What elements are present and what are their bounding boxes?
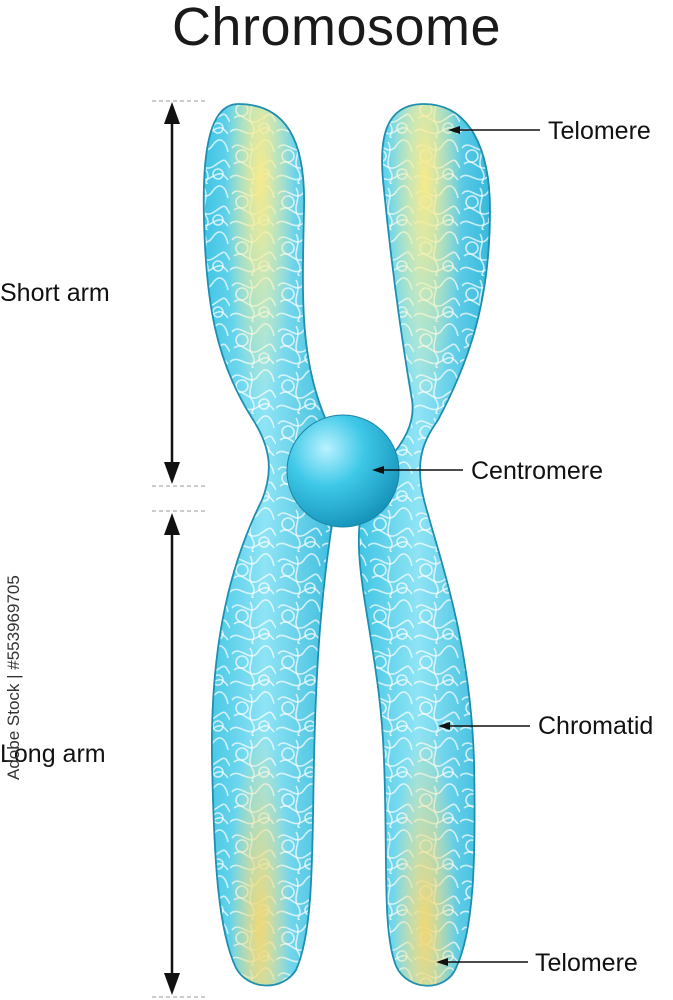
long-arm-arrow xyxy=(164,513,180,995)
centromere-label: Centromere xyxy=(471,457,603,485)
diagram-title: Chromosome xyxy=(171,0,502,57)
telomere-top-label: Telomere xyxy=(548,117,651,145)
right-chromatid xyxy=(357,103,491,987)
short-arm-arrow xyxy=(164,102,180,484)
short-arm-label: Short arm xyxy=(0,279,110,307)
chromatid-leader xyxy=(438,722,530,730)
centromere-ball xyxy=(286,414,400,528)
telomere-top-leader xyxy=(448,126,540,134)
arm-guide-lines xyxy=(152,100,207,998)
stock-watermark: Adobe Stock | #553969705 xyxy=(4,575,23,780)
telomere-bottom-label: Telomere xyxy=(535,949,638,977)
chromatid-label: Chromatid xyxy=(538,712,654,740)
centromere-leader xyxy=(372,466,463,474)
telomere-bottom-leader xyxy=(436,958,528,966)
left-chromatid xyxy=(202,103,341,987)
long-arm-label: Long arm xyxy=(0,740,106,768)
